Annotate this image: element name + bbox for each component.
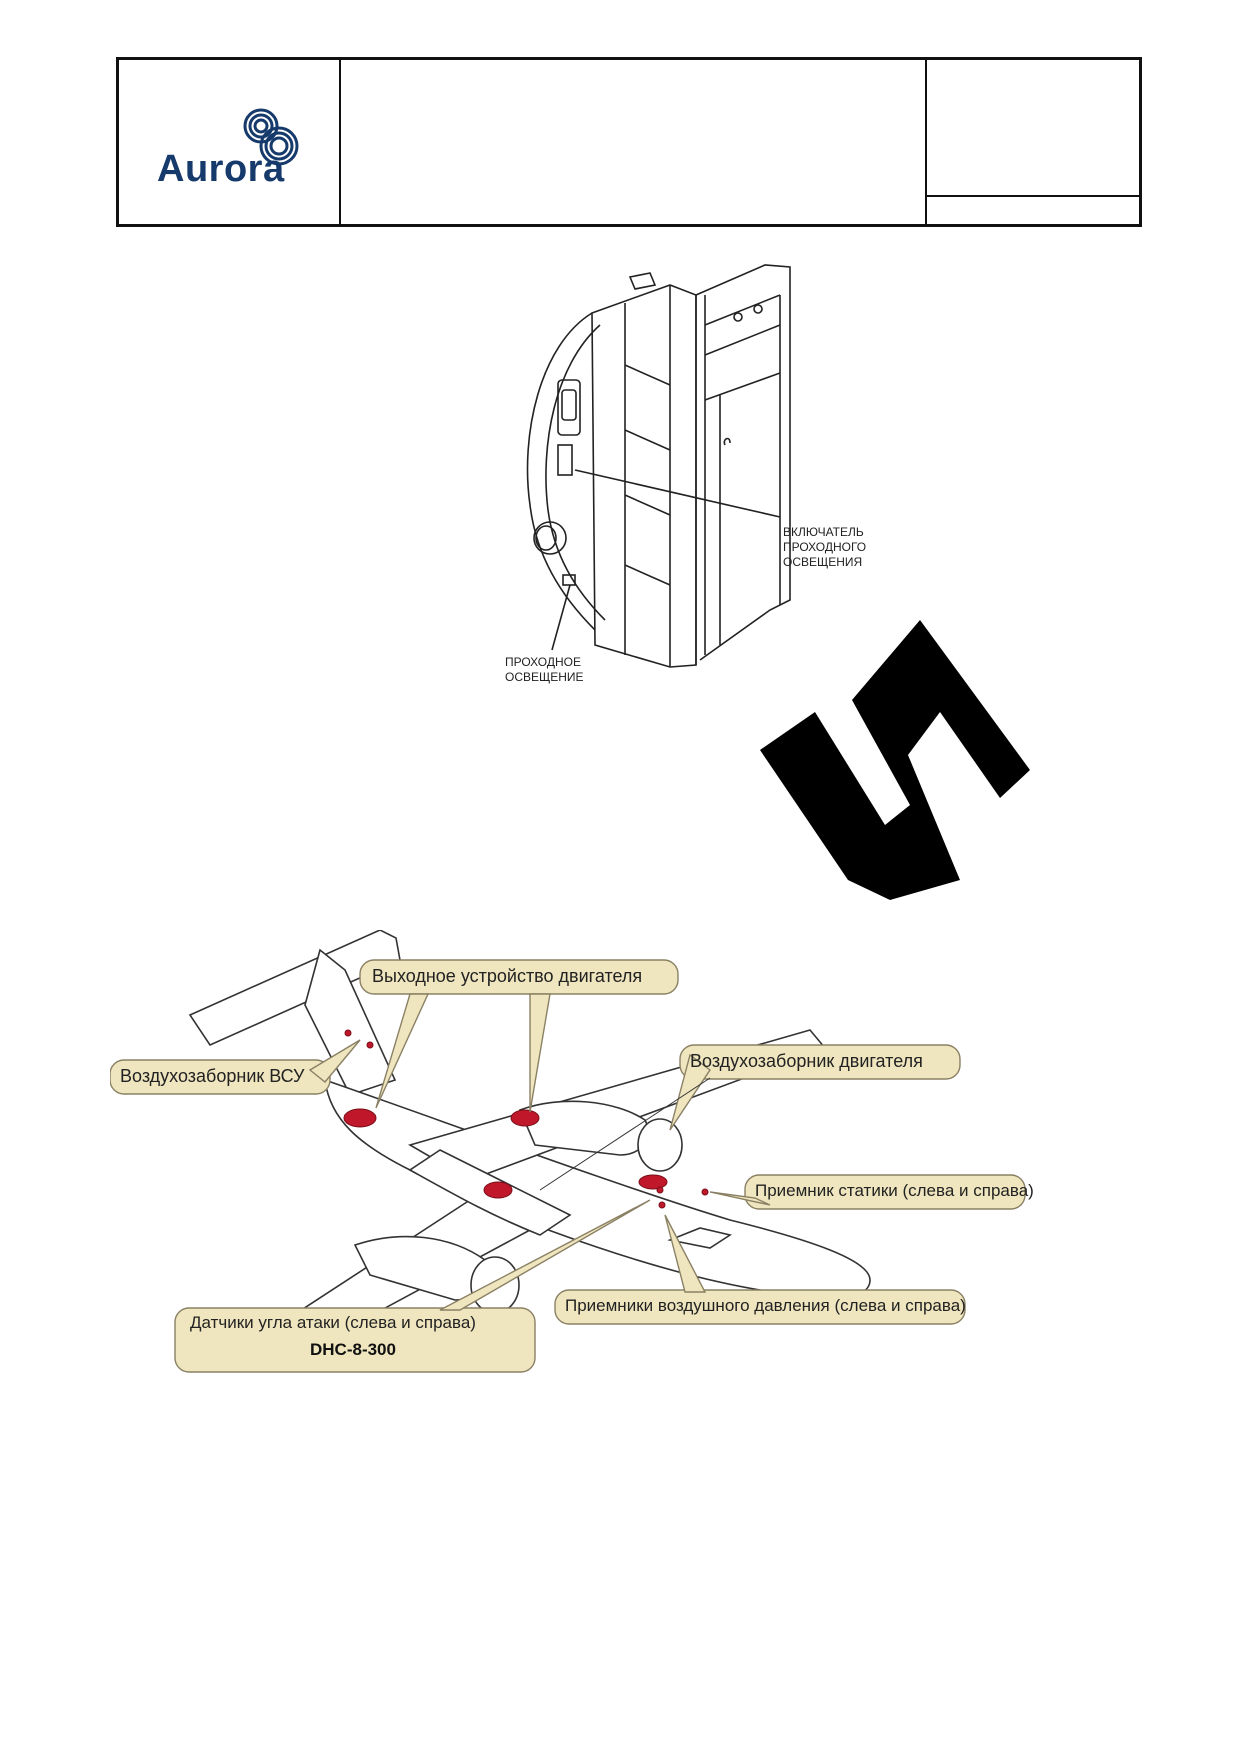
info-cell-divider (925, 195, 1139, 197)
switch-label: ВКЛЮЧАТЕЛЬ ПРОХОДНОГО ОСВЕЩЕНИЯ (783, 525, 867, 569)
callout-aoa-label: Датчики угла атаки (слева и справа) (190, 1313, 476, 1332)
aircraft-figure: Выходное устройство двигателя Воздухозаб… (109, 929, 1170, 1490)
callout-static-port-label: Приемник статики (слева и справа) (755, 1181, 1034, 1200)
light-label: ПРОХОДНОЕ ОСВЕЩЕНИЕ (505, 655, 584, 684)
callout-exhaust-pointer-right (529, 993, 551, 1113)
callout-aoa-pointer (439, 1199, 651, 1311)
callout-exhaust-box (359, 959, 679, 995)
callout-intake-pointer (669, 1053, 711, 1131)
door-drawing (526, 264, 791, 668)
title-cell (339, 60, 927, 224)
logo-cell: Aurora (119, 60, 341, 224)
callout-static-box (744, 1174, 1026, 1210)
callout-pitot-pointer (664, 1214, 707, 1293)
aurora-logo-icon (243, 108, 299, 166)
callout-pitot-label: Приемники воздушного давления (слева и с… (565, 1296, 966, 1315)
apu-intake-marker-1 (344, 1029, 352, 1037)
pitot-marker (658, 1201, 666, 1209)
callout-aoa-box (174, 1307, 536, 1373)
intake-far-marker (638, 1174, 668, 1190)
exhaust-far-marker (510, 1109, 540, 1127)
stamp-mark-icon (760, 620, 1030, 900)
callout-apu-intake-label: Воздухозаборник ВСУ (120, 1066, 305, 1086)
aircraft-model-label: DHC-8-300 (310, 1340, 396, 1359)
logo-text: Aurora (157, 148, 285, 190)
intake-near-marker (483, 1181, 513, 1199)
document-header: Aurora (116, 57, 1142, 227)
callout-intake-box (679, 1044, 961, 1080)
callout-exhaust-pointer-left (375, 993, 430, 1109)
callout-apu-pointer (308, 1039, 361, 1083)
apu-intake-marker-2 (366, 1041, 374, 1049)
info-cell (925, 60, 1139, 224)
static-marker (701, 1188, 709, 1196)
callout-static-pointer (709, 1191, 771, 1206)
callout-engine-intake-label: Воздухозаборник двигателя (690, 1051, 923, 1071)
callout-exhaust-label: Выходное устройство двигателя (372, 966, 643, 986)
callout-pitot-box (554, 1289, 966, 1325)
door-figure: ВКЛЮЧАТЕЛЬ ПРОХОДНОГО ОСВЕЩЕНИЯ ПРОХОДНО… (500, 255, 900, 715)
aircraft-drawing (109, 929, 1026, 1373)
aoa-marker (656, 1186, 664, 1194)
exhaust-near-marker (343, 1108, 377, 1128)
